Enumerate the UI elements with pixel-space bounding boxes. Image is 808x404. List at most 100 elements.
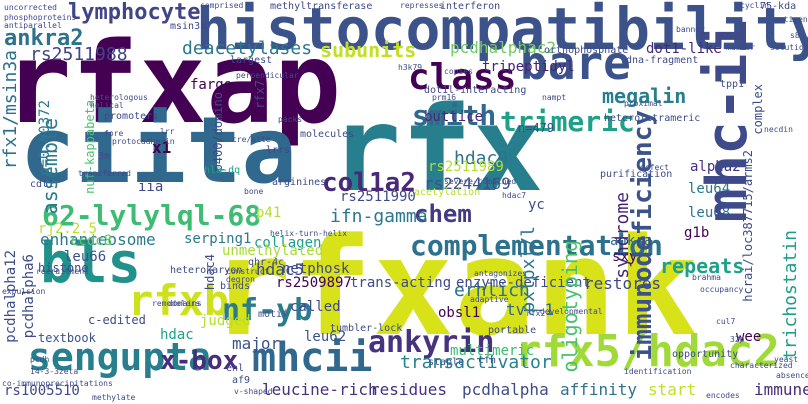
cloud-word: erhlich (454, 280, 530, 301)
cloud-word: yc (528, 197, 545, 213)
cloud-word: cul7 (716, 317, 736, 326)
cloud-word: defect (640, 163, 669, 172)
cloud-word: necdin (764, 125, 793, 134)
cloud-word: antagonizes (474, 269, 527, 278)
cloud-word: netphosk (282, 261, 350, 277)
cloud-word: ankyrin (368, 325, 495, 360)
cloud-word: solutions (770, 43, 808, 52)
cloud-word: lrr (160, 127, 175, 136)
cloud-word: hdac (160, 327, 194, 343)
cloud-word: hdac5 (256, 260, 305, 279)
cloud-word: 3m (98, 151, 111, 162)
cloud-word: enhanceosome (40, 230, 156, 249)
cloud-word: mhc-ii (695, 20, 760, 223)
cloud-word: complementation (410, 229, 663, 262)
cloud-word: cre/site (232, 135, 271, 144)
cloud-word: master (726, 43, 755, 52)
cloud-word: cfh (478, 355, 497, 366)
cloud-word: co-immunoprecipitations (2, 379, 113, 388)
cloud-word: antiparallel (4, 21, 62, 30)
cloud-word: rfx7 (253, 80, 267, 109)
cloud-word: heterokaryon (170, 265, 243, 276)
cloud-word: ciita (20, 97, 297, 204)
cloud-word: leu68 (688, 205, 731, 221)
cloud-word: interferon (440, 1, 501, 12)
cloud-word: judged (200, 313, 251, 329)
cloud-word: deacetylases (182, 38, 313, 59)
cloud-word: major (232, 334, 281, 353)
cloud-word: sengupta (28, 335, 212, 379)
cloud-word: ankra (610, 233, 653, 249)
cloud-word: remodelers (152, 299, 201, 308)
cloud-word: buttice (424, 109, 484, 125)
cloud-word: methylate (92, 393, 136, 402)
cloud-word: occupancy (700, 285, 744, 294)
cloud-word: phosphoproteins (4, 13, 77, 22)
cloud-word: tripeptidyl (482, 59, 575, 75)
cloud-word: qhr-4c (248, 257, 285, 268)
cloud-word: proximal (624, 99, 663, 108)
cloud-word: h3k79 (398, 63, 423, 72)
cloud-word: lymphocyte (68, 0, 201, 25)
cloud-word: dot1-like (646, 41, 722, 57)
cloud-word: trans-acting (350, 275, 452, 291)
cloud-word: x1 (152, 138, 172, 157)
cloud-word: multimeric (450, 343, 535, 359)
cloud-word: characterized (730, 361, 793, 370)
cloud-word: col1a2 (322, 168, 416, 198)
cloud-word: class (408, 57, 517, 98)
cloud-word: leu66 (64, 249, 107, 265)
cloud-word: rfx1/msin3a (0, 50, 21, 170)
cloud-word: rfxb (128, 276, 230, 325)
cloud-word: iia (138, 179, 164, 195)
cloud-word: severe-combined (444, 177, 517, 186)
cloud-word: rj2.2.5 (38, 221, 98, 237)
cloud-word: chem (414, 200, 472, 228)
cloud-word: sxy (612, 249, 638, 265)
cloud-word: n=479 (518, 121, 555, 135)
cloud-word: uncorrected (4, 3, 57, 12)
cloud-word: 32p (730, 335, 745, 344)
cloud-word: trimeric (500, 105, 635, 138)
cloud-word: restores (584, 274, 662, 293)
cloud-word: rfxank (210, 209, 698, 366)
cloud-word: heterologous (90, 93, 148, 102)
cloud-word: rs1005510 (4, 383, 80, 399)
cloud-word: af9 (232, 375, 251, 386)
cloud-word: rs2244169 (424, 174, 511, 193)
cloud-word: motif (258, 309, 289, 320)
cloud-word: v-shaped (234, 387, 273, 396)
cloud-word: pcdhalpha (462, 380, 549, 399)
cloud-word: promoters (104, 111, 159, 122)
cloud-word: pcdhalphac2 (450, 38, 556, 57)
cloud-word: rs2511990 (340, 189, 416, 205)
cloud-word: megalin (602, 84, 687, 108)
cloud-word: assemble (38, 118, 62, 215)
cloud-word: expulsion (2, 287, 46, 296)
cloud-word: staple (428, 357, 465, 368)
cloud-word: rfx (330, 80, 544, 218)
cloud-word: tvl-1 (506, 300, 555, 319)
cloud-word: represses (400, 1, 444, 10)
cloud-word: rfx5/hdac2 (515, 326, 780, 377)
cloud-word: nuf-kappabeta (83, 100, 97, 194)
cloud-word: 14-3-3zeta (30, 367, 79, 376)
cloud-word: arginines (272, 177, 327, 188)
cloud-word: c-edited (88, 313, 146, 327)
cloud-word: histone (38, 261, 89, 275)
cloud-word: pcdh (30, 355, 50, 364)
cloud-word: 75-kda (760, 1, 797, 12)
cloud-word: domains (168, 299, 202, 308)
cloud-word: leucine-rich (262, 380, 378, 399)
cloud-word: binds (220, 281, 251, 292)
cloud-word: adaptive (470, 295, 509, 304)
cloud-word: orthophosphate (544, 45, 629, 56)
cloud-word: packs (278, 115, 303, 124)
cloud-word: msin3b (170, 21, 207, 32)
cloud-word: purification (600, 169, 673, 180)
cloud-word: subunits (320, 38, 417, 62)
cloud-word: transactivator (400, 352, 552, 373)
cloud-word: enl (226, 363, 245, 374)
